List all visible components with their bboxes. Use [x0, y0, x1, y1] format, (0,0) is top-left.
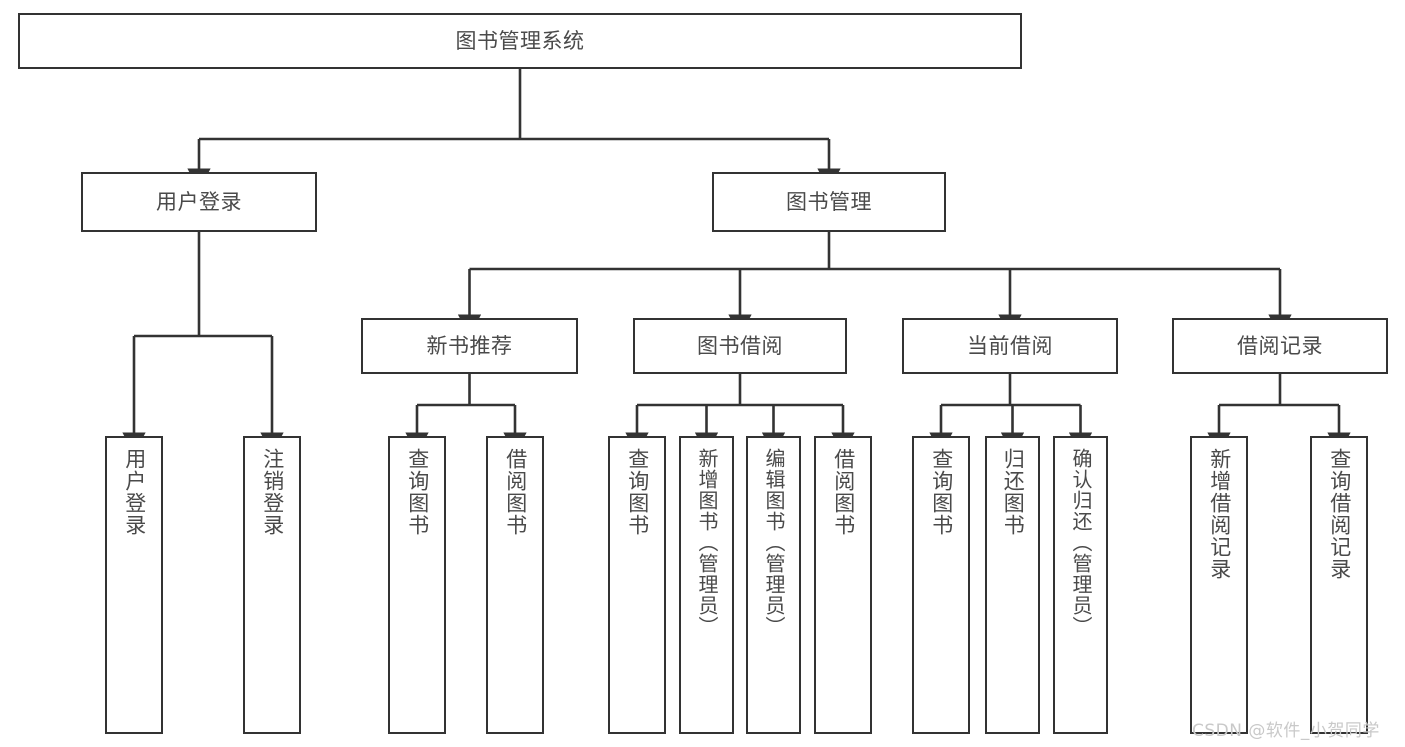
- node-label: 注销登录: [260, 448, 285, 536]
- node-label: 借阅图书: [831, 448, 856, 536]
- node-label: 新书推荐: [426, 333, 513, 358]
- node-leaf-query-book-1: 查询图书: [388, 436, 446, 734]
- node-label: 用户登录: [156, 189, 242, 214]
- node-book-borrow: 图书借阅: [633, 318, 847, 374]
- node-label: 查询图书: [405, 448, 430, 536]
- node-new-book-rec: 新书推荐: [361, 318, 578, 374]
- node-leaf-borrow-book-2: 借阅图书: [814, 436, 872, 734]
- node-root: 图书管理系统: [18, 13, 1022, 69]
- node-label: 编辑图书（管理员）: [762, 448, 786, 637]
- node-leaf-edit-book: 编辑图书（管理员）: [746, 436, 801, 734]
- node-leaf-borrow-book-1: 借阅图书: [486, 436, 544, 734]
- node-label: 借阅图书: [503, 448, 528, 536]
- csdn-watermark: CSDN @软件_小贺同学: [1192, 721, 1380, 741]
- node-label: 用户登录: [122, 448, 147, 536]
- node-label: 新增借阅记录: [1207, 448, 1232, 580]
- node-label: 查询图书: [929, 448, 954, 536]
- node-leaf-query-book-2: 查询图书: [608, 436, 666, 734]
- node-user-login: 用户登录: [81, 172, 317, 232]
- node-label: 查询借阅记录: [1327, 448, 1352, 580]
- node-label: 归还图书: [1001, 448, 1026, 536]
- node-leaf-query-record: 查询借阅记录: [1310, 436, 1368, 734]
- node-label: 查询图书: [625, 448, 650, 536]
- node-leaf-add-record: 新增借阅记录: [1190, 436, 1248, 734]
- node-current-borrow: 当前借阅: [902, 318, 1118, 374]
- node-label: 借阅记录: [1237, 333, 1323, 358]
- node-borrow-record: 借阅记录: [1172, 318, 1388, 374]
- node-leaf-return-book: 归还图书: [985, 436, 1040, 734]
- node-label: 图书借阅: [697, 333, 783, 358]
- node-label: 图书管理系统: [455, 28, 585, 53]
- node-leaf-confirm-return: 确认归还（管理员）: [1053, 436, 1108, 734]
- node-label: 确认归还（管理员）: [1069, 448, 1093, 637]
- node-leaf-user-login: 用户登录: [105, 436, 163, 734]
- node-leaf-add-book: 新增图书（管理员）: [679, 436, 734, 734]
- node-leaf-query-book-3: 查询图书: [912, 436, 970, 734]
- node-book-manage: 图书管理: [712, 172, 946, 232]
- node-leaf-user-logout: 注销登录: [243, 436, 301, 734]
- node-label: 图书管理: [786, 189, 872, 214]
- node-label: 新增图书（管理员）: [695, 448, 719, 637]
- node-label: 当前借阅: [967, 333, 1053, 358]
